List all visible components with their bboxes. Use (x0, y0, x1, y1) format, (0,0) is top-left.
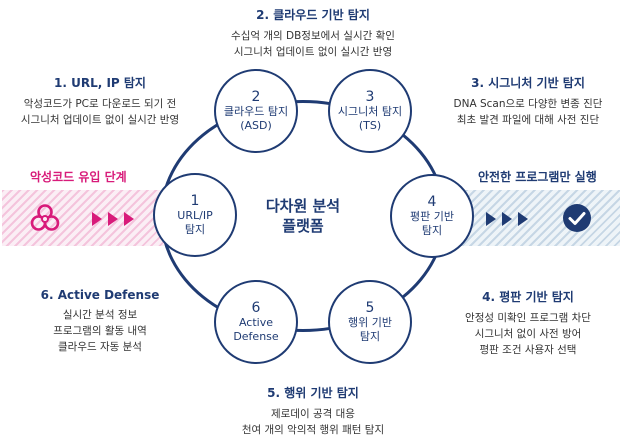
node-behavior: 5 행위 기반 탐지 (328, 280, 412, 364)
node-number: 2 (251, 89, 261, 105)
desc-line: 클라우드 자동 분석 (58, 341, 142, 353)
desc-line: 최초 발견 파일에 대해 사전 진단 (456, 114, 600, 126)
desc-title: 4. 평판 기반 탐지 (482, 290, 574, 304)
triple-arrow-icon (92, 212, 134, 226)
desc-title: 1. URL, IP 탐지 (54, 76, 146, 90)
node-number: 6 (251, 300, 261, 316)
desc-title: 2. 클라우드 기반 탐지 (256, 8, 370, 22)
desc-title: 3. 시그니처 기반 탐지 (471, 76, 585, 90)
triple-arrow-icon (486, 212, 528, 226)
desc-signature: 3. 시그니처 기반 탐지 DNA Scan으로 다양한 변종 진단 최초 발견… (430, 74, 626, 128)
node-label: 평판 기반 탐지 (410, 210, 454, 237)
desc-active-defense: 6. Active Defense 실시간 분석 정보 프로그램의 활동 내역 … (0, 288, 200, 355)
node-label: 시그니처 탐지 (TS) (337, 105, 403, 132)
node-label: 행위 기반 탐지 (348, 316, 392, 343)
safe-execution-label: 안전한 프로그램만 실행 (478, 170, 597, 184)
desc-behavior: 5. 행위 기반 탐지 제로데이 공격 대응 천여 개의 악의적 행위 패턴 탐… (193, 384, 433, 438)
desc-line: 시그니처 업데이트 없이 실시간 반영 (20, 114, 180, 126)
node-number: 5 (365, 300, 375, 316)
node-label: URL/IP 탐지 (177, 209, 213, 236)
desc-reputation: 4. 평판 기반 탐지 안정성 미확인 프로그램 차단 시그니처 없이 사전 방… (430, 288, 626, 358)
node-reputation: 4 평판 기반 탐지 (390, 174, 474, 258)
desc-cloud: 2. 클라우드 기반 탐지 수십억 개의 DB정보에서 실시간 확인 시그니처 … (193, 6, 433, 60)
desc-line: 시그니처 업데이트 없이 실시간 반영 (233, 46, 393, 58)
desc-line: 안정성 미확인 프로그램 차단 (465, 312, 591, 324)
node-number: 1 (190, 193, 200, 209)
node-url-ip: 1 URL/IP 탐지 (153, 173, 237, 257)
desc-url-ip: 1. URL, IP 탐지 악성코드가 PC로 다운로드 되기 전 시그니처 업… (0, 74, 200, 128)
platform-center-label: 다차원 분석 플랫폼 (265, 197, 341, 235)
node-active-defense: 6 Active Defense (214, 280, 298, 364)
check-circle-icon (563, 204, 591, 232)
node-label: 클라우드 탐지 (ASD) (223, 105, 289, 132)
biohazard-icon (30, 204, 60, 231)
desc-line: 천여 개의 악의적 행위 패턴 탐지 (241, 424, 385, 436)
node-label: Active Defense (233, 316, 279, 343)
node-signature: 3 시그니처 탐지 (TS) (328, 69, 412, 153)
desc-title: 5. 행위 기반 탐지 (267, 386, 359, 400)
desc-line: 프로그램의 활동 내역 (53, 325, 147, 337)
desc-line: 수십억 개의 DB정보에서 실시간 확인 (231, 30, 395, 42)
desc-line: 제로데이 공격 대응 (271, 408, 355, 420)
malware-inflow-label: 악성코드 유입 단계 (30, 170, 127, 184)
node-cloud: 2 클라우드 탐지 (ASD) (214, 69, 298, 153)
desc-line: 시그니처 없이 사전 방어 (474, 328, 582, 340)
desc-title: 6. Active Defense (40, 288, 160, 302)
desc-line: DNA Scan으로 다양한 변종 진단 (453, 98, 603, 110)
node-number: 3 (365, 89, 375, 105)
desc-line: 악성코드가 PC로 다운로드 되기 전 (23, 98, 177, 110)
desc-line: 평판 조건 사용자 선택 (479, 344, 577, 356)
malware-inflow-band (2, 190, 180, 246)
node-number: 4 (427, 194, 437, 210)
desc-line: 실시간 분석 정보 (62, 309, 138, 321)
